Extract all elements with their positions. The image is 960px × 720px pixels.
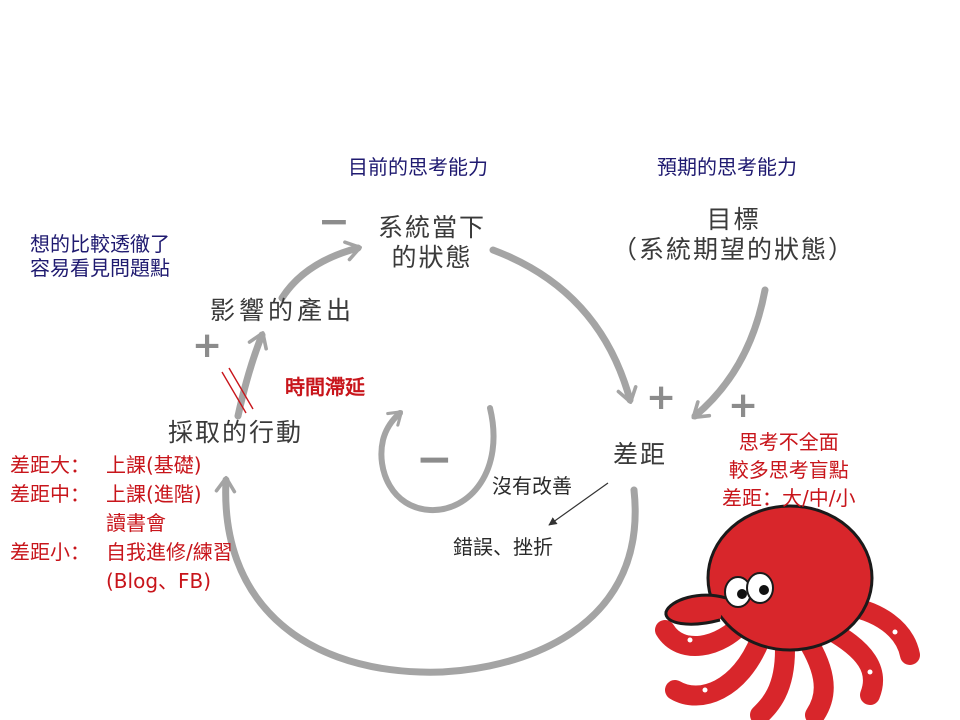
node-goal: 目標 （系統期望的狀態） <box>612 205 856 264</box>
octopus-spot <box>687 637 693 643</box>
octopus-spot <box>867 669 873 675</box>
arrow-goal-to-gap <box>691 286 769 420</box>
node-action: 採取的行動 <box>168 418 304 447</box>
delay-mark-1 <box>221 371 247 414</box>
octopus-tentacle <box>820 620 883 705</box>
header-current-ability: 目前的思考能力 <box>348 155 488 179</box>
plus-sign-goal-gap: + <box>728 385 759 426</box>
gap-action-row: 讀書會 <box>106 511 166 535</box>
header-expected-ability: 預期的思考能力 <box>657 155 797 179</box>
node-current-state: 系統當下 的狀態 <box>378 213 487 272</box>
arrow-gap-to-action <box>214 475 639 676</box>
octopus-tentacle <box>665 630 770 706</box>
minus-sign-top: − <box>318 199 350 243</box>
octopus-spot <box>702 687 708 693</box>
octopus-tentacle <box>800 635 834 720</box>
octopus-pupil-right <box>759 585 769 595</box>
loop-sign: − <box>416 434 453 485</box>
node-gap: 差距 <box>613 440 668 469</box>
arrow-no-improvement <box>548 482 609 526</box>
gap-action-row: 差距小：自我進修/練習 <box>10 540 233 564</box>
arrow-action-to-output <box>234 331 268 420</box>
gap-action-row: (Blog、FB) <box>106 569 212 593</box>
octopus-head <box>706 504 874 652</box>
thinking-gap-note: 思考不全面 較多思考盲點 差距：大/中/小 <box>722 430 856 510</box>
plus-sign-state-gap: + <box>646 377 677 418</box>
octopus-mascot <box>655 504 920 720</box>
delay-mark-2 <box>228 367 254 410</box>
gap-action-row: 差距大：上課(基礎) <box>10 453 202 477</box>
octopus-pupil-left <box>737 589 747 599</box>
node-output: 影響的產出 <box>210 296 356 325</box>
plus-sign-action: + <box>192 325 223 366</box>
gap-action-row: 差距中：上課(進階) <box>10 482 202 506</box>
balancing-loop-icon <box>378 405 497 514</box>
insight-note: 想的比較透徹了 容易看見問題點 <box>30 232 170 280</box>
gap-action-list: 差距大：上課(基礎) 差距中：上課(進階) 讀書會 差距小：自我進修/練習 (B… <box>10 451 233 596</box>
octopus-tentacle <box>750 640 795 720</box>
arrow-output-to-state <box>278 240 362 302</box>
delay-label: 時間滯延 <box>285 375 365 399</box>
no-improvement-label: 沒有改善 <box>492 474 572 498</box>
octopus-spot <box>892 629 898 635</box>
errors-label: 錯誤、挫折 <box>453 535 553 559</box>
arrow-state-to-gap <box>489 246 638 404</box>
octopus-nose <box>664 593 727 626</box>
